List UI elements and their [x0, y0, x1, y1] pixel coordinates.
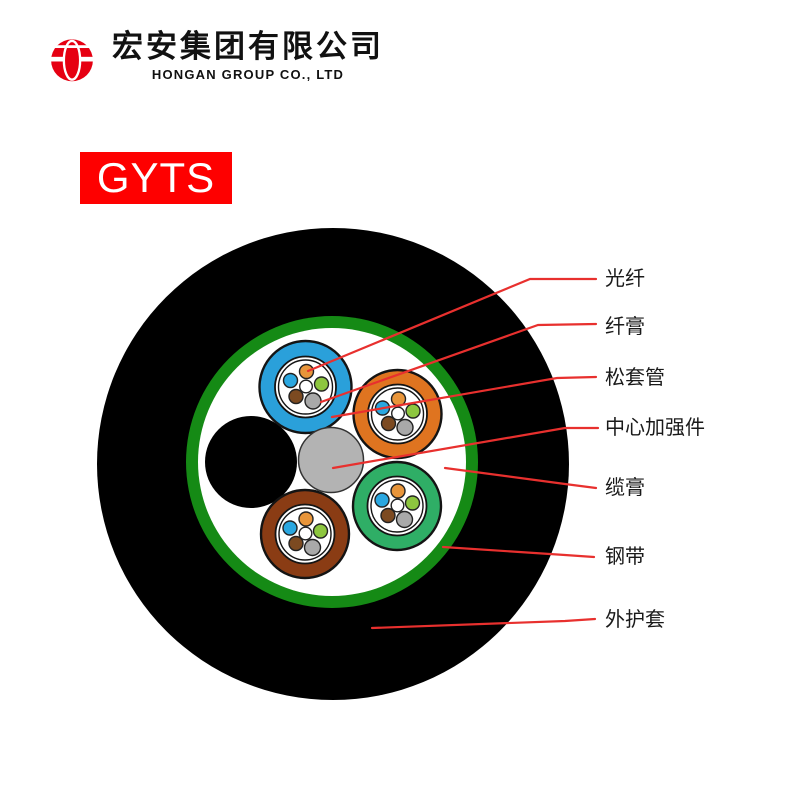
- callout-line-steel-tape: [441, 545, 596, 559]
- callout-label-outer-sheath: 外护套: [605, 609, 665, 631]
- callout-line-strength-member: [331, 426, 600, 470]
- fiber-orange: [298, 363, 315, 380]
- callout-label-fiber-gel: 纤膏: [605, 316, 645, 338]
- fiber-blue: [374, 492, 390, 508]
- fiber-blue: [282, 372, 299, 389]
- brand-header: 宏安集团有限公司 HONGAN GROUP CO., LTD: [48, 30, 384, 84]
- callout-line-loose-tube: [330, 375, 598, 419]
- fiber-brown: [380, 415, 397, 432]
- loose-tube-green: [351, 460, 443, 552]
- brand-text: 宏安集团有限公司 HONGAN GROUP CO., LTD: [112, 29, 384, 83]
- company-name-cn: 宏安集团有限公司: [112, 29, 384, 64]
- callout-line-cable-gel: [443, 466, 598, 490]
- fiber-white: [390, 498, 405, 513]
- fiber-brown: [380, 507, 396, 524]
- company-logo-globe-icon: [50, 39, 94, 82]
- fiber-white: [298, 526, 313, 541]
- fiber-brown: [288, 388, 304, 405]
- callout-line-optical-fiber: [306, 277, 598, 373]
- callout-label-loose-tube: 松套管: [605, 367, 665, 389]
- fiber-white: [298, 379, 314, 394]
- central-strength-member: [297, 426, 365, 494]
- fiber-orange: [298, 511, 314, 527]
- loose-tube-orange: [352, 368, 443, 460]
- callout-lines: [306, 277, 600, 630]
- fiber-white: [390, 406, 406, 421]
- callout-line-fiber-gel: [319, 322, 598, 404]
- fiber-gray: [303, 538, 322, 557]
- fiber-gray: [304, 392, 322, 410]
- filler-rod: [205, 416, 297, 508]
- fiber-gray: [395, 510, 414, 529]
- fiber-blue: [282, 520, 298, 536]
- fiber-orange: [390, 483, 406, 499]
- callout-line-outer-sheath: [370, 617, 597, 630]
- fiber-green: [404, 495, 421, 511]
- loose-tube-brown: [259, 488, 351, 580]
- fiber-brown: [288, 535, 304, 552]
- fiber-green: [313, 376, 330, 392]
- product-code-badge: GYTS: [80, 152, 232, 204]
- company-name-en: HONGAN GROUP CO., LTD: [151, 67, 345, 82]
- callout-label-cable-gel: 缆膏: [605, 477, 645, 499]
- fiber-green: [405, 403, 421, 419]
- callout-label-strength-member: 中心加强件: [605, 417, 705, 439]
- callout-label-steel-tape: 钢带: [605, 546, 645, 568]
- loose-tube-blue: [258, 339, 353, 435]
- callout-label-optical-fiber: 光纤: [605, 268, 645, 290]
- fiber-gray: [396, 418, 414, 437]
- fiber-green: [312, 523, 329, 539]
